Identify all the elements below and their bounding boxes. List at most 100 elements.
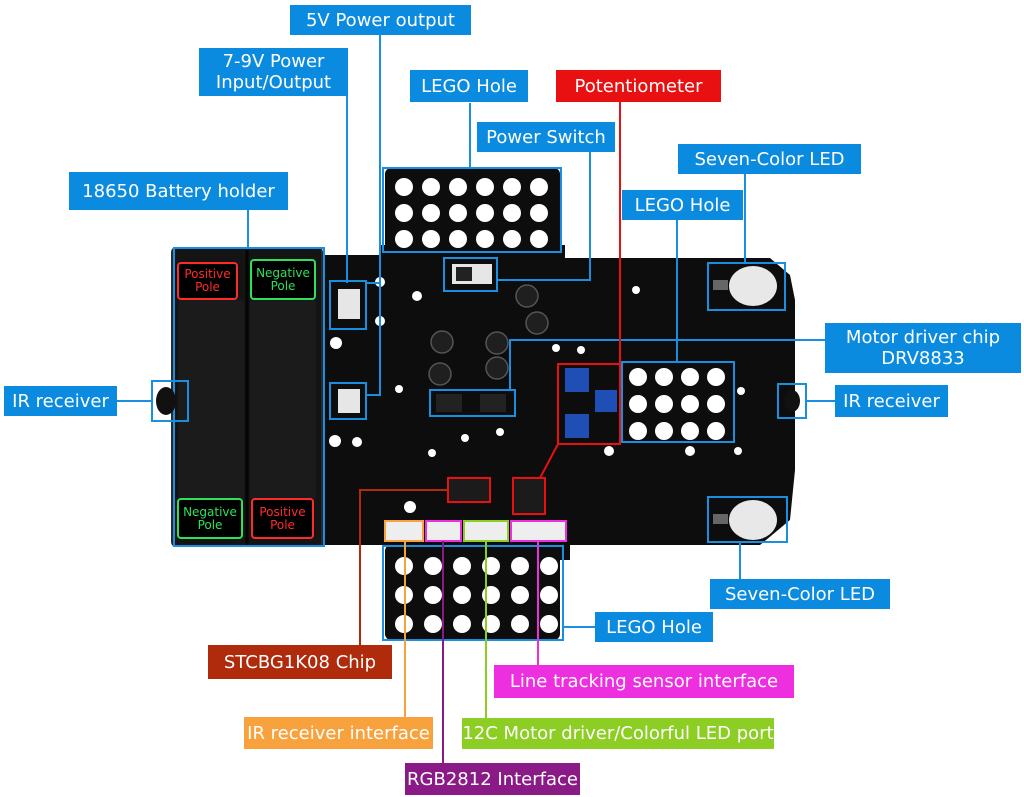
lego-hole [453, 586, 471, 604]
lego-hole [449, 230, 467, 248]
label-text: Line tracking sensor interface [509, 671, 779, 692]
lego-hole [707, 422, 725, 440]
lego-hole [629, 422, 647, 440]
power-5v-connector [329, 382, 367, 420]
lego-hole [395, 178, 413, 196]
label-text: IR receiver [843, 390, 940, 412]
pole-text: Positive [184, 267, 231, 281]
pole-text: Pole [270, 278, 296, 293]
lego-hole [482, 586, 500, 604]
pole-text: Pole [195, 280, 220, 294]
lego-hole [503, 204, 521, 222]
label-text: IR receiver [12, 390, 109, 412]
label-battery-holder: 18650 Battery holder [69, 172, 288, 210]
lego-hole [476, 178, 494, 196]
lego-hole [422, 230, 440, 248]
lego-hole [511, 615, 529, 633]
lego-hole [422, 178, 440, 196]
stc-chip [447, 477, 491, 503]
lego-top-highlight [382, 167, 562, 253]
label-seven-color-led-top: Seven-Color LED [678, 144, 861, 174]
lego-hole [476, 204, 494, 222]
board-holes [329, 277, 745, 513]
label-text: DRV8833 [881, 348, 965, 369]
power-switch [443, 257, 498, 292]
battery-holder [171, 247, 323, 547]
label-text: 7-9V Power [222, 51, 325, 72]
lego-hole [681, 395, 699, 413]
label-text: Seven-Color LED [724, 583, 876, 605]
label-text: 5V Power output [305, 9, 455, 31]
lego-bottom-highlight [382, 545, 564, 641]
leader-lines-red [539, 102, 621, 479]
lego-hole [449, 204, 467, 222]
label-seven-color-led-bottom: Seven-Color LED [710, 579, 890, 609]
lego-hole [424, 586, 442, 604]
label-text: IR receiver interface [247, 722, 430, 744]
lego-hole [530, 178, 548, 196]
lego-hole [424, 615, 442, 633]
label-text: LEGO Hole [606, 616, 702, 638]
lego-hole [707, 395, 725, 413]
lego-hole [655, 422, 673, 440]
bottom-connectors [384, 520, 567, 542]
label-text: Seven-Color LED [694, 148, 845, 170]
label-ir-receiver-right: IR receiver [835, 385, 948, 417]
label-text: 18650 Battery holder [82, 180, 275, 202]
label-text: Power Switch [486, 126, 606, 148]
label-potentiometer: Potentiometer [556, 70, 721, 102]
label-i2c-port: 12C Motor driver/Colorful LED port [462, 718, 774, 749]
label-text: Potentiometer [574, 75, 703, 97]
lego-hole [503, 178, 521, 196]
lego-hole [540, 557, 558, 575]
lego-hole [449, 178, 467, 196]
label-text: LEGO Hole [421, 75, 517, 97]
lego-hole [482, 557, 500, 575]
lego-hole [453, 557, 471, 575]
lego-hole [530, 204, 548, 222]
pole-text: Pole [270, 517, 295, 532]
second-chip [512, 477, 546, 515]
motor-driver-chips [429, 389, 516, 417]
lego-hole [655, 395, 673, 413]
label-line-tracking: Line tracking sensor interface [494, 665, 794, 698]
battery-positive-top: Positive Pole [177, 262, 238, 300]
label-text: 12C Motor driver/Colorful LED port [462, 723, 774, 744]
lego-hole [424, 557, 442, 575]
lego-hole [540, 615, 558, 633]
lego-hole [395, 230, 413, 248]
label-lego-hole-top: LEGO Hole [410, 70, 528, 102]
lego-hole [395, 204, 413, 222]
label-text: Motor driver chip [845, 327, 1001, 348]
label-text: LEGO Hole [634, 194, 731, 216]
pole-text: Pole [197, 517, 223, 532]
lego-hole [503, 230, 521, 248]
lego-hole [511, 557, 529, 575]
label-motor-driver: Motor driver chip DRV8833 [825, 323, 1021, 373]
label-text: STCBG1K08 Chip [223, 651, 377, 673]
pole-text: Negative [183, 504, 237, 519]
lego-hole [655, 368, 673, 386]
label-5v-power-output: 5V Power output [290, 5, 471, 35]
label-lego-hole-right: LEGO Hole [622, 190, 743, 220]
lego-hole [707, 368, 725, 386]
lego-hole [476, 230, 494, 248]
label-stc-chip: STCBG1K08 Chip [208, 645, 392, 679]
leader-lines-bottom [359, 489, 539, 763]
label-rgb-interface: RGB2812 Interface [405, 763, 580, 795]
battery-negative-bottom: Negative Pole [177, 498, 243, 539]
pole-text: Positive [259, 504, 306, 519]
label-text: RGB2812 Interface [407, 768, 578, 790]
lego-hole [629, 368, 647, 386]
battery-positive-bottom: Positive Pole [251, 498, 314, 539]
label-ir-interface: IR receiver interface [244, 717, 433, 749]
lego-hole [681, 368, 699, 386]
label-ir-receiver-left: IR receiver [4, 386, 117, 416]
lego-hole [629, 395, 647, 413]
label-7-9v-power: 7-9V Power Input/Output [199, 48, 348, 96]
label-lego-hole-bottom: LEGO Hole [595, 612, 713, 642]
pole-text: Negative [256, 265, 310, 280]
seven-color-led-bottom [707, 496, 788, 543]
